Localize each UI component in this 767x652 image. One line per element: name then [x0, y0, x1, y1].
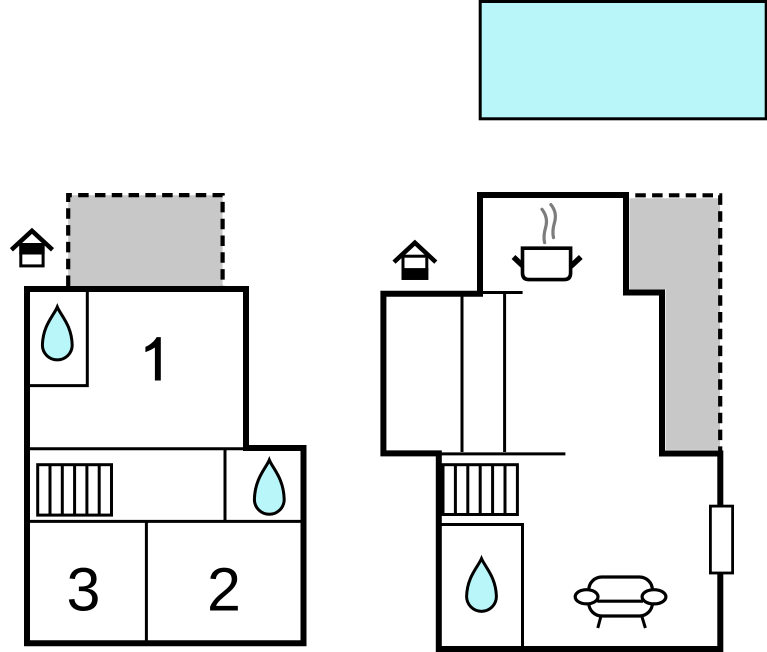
svg-text:3: 3 — [67, 556, 101, 624]
svg-text:2: 2 — [207, 556, 241, 624]
